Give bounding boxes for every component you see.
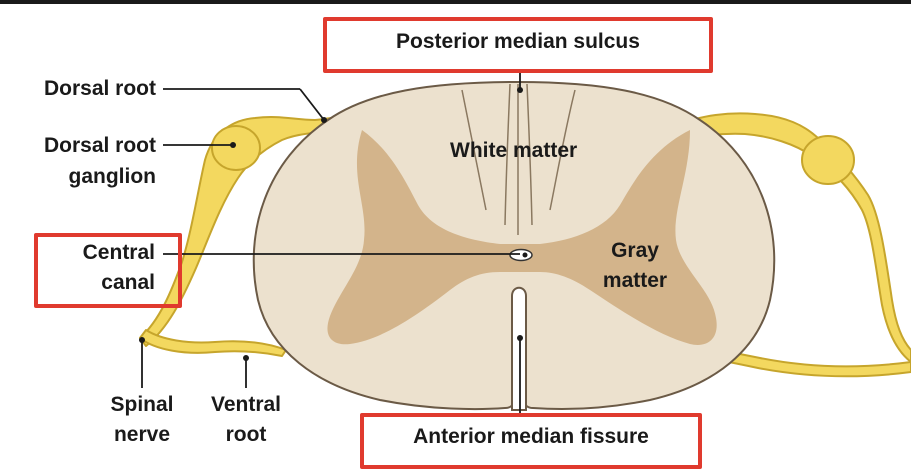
- posterior-median-sulcus-label: Posterior median sulcus: [396, 30, 640, 53]
- white-matter-label: White matter: [450, 139, 578, 162]
- dorsal-root-dot: [321, 117, 327, 123]
- ganglion-dot: [230, 142, 236, 148]
- central-canal-highlight: [34, 233, 182, 308]
- left-dorsal-root-ganglion: [211, 125, 261, 171]
- spinal-nerve-label-line2: nerve: [113, 423, 171, 446]
- central-canal: [509, 248, 533, 262]
- posterior-septum-line-4: [526, 83, 533, 226]
- gray-matter: [327, 130, 717, 345]
- ventral-root-dot: [243, 355, 249, 361]
- right-dorsal-root-ganglion: [801, 135, 855, 185]
- posterior-septum-line-1: [461, 89, 487, 211]
- leader-dots: [139, 87, 523, 361]
- dorsal-root-ganglion-label-line2: ganglion: [68, 165, 157, 188]
- central-canal-label-line2: canal: [101, 271, 155, 294]
- posterior-sulcus-dot: [517, 87, 523, 93]
- spinal-nerve-label-line1: Spinal: [110, 393, 174, 416]
- spinal-nerve-dot: [139, 337, 145, 343]
- ventral-root-label-line2: root: [225, 423, 267, 446]
- posterior-septum-line-3: [504, 83, 511, 226]
- posterior-septum-line-2: [549, 89, 576, 211]
- dorsal-root-label: Dorsal root: [43, 77, 156, 100]
- top-edge-bar: [0, 0, 911, 4]
- anterior-median-fissure-highlight: [360, 413, 702, 469]
- central-canal-dot: [522, 252, 528, 258]
- posterior-median-sulcus-highlight: [323, 17, 713, 73]
- gray-matter-label-line1: Gray: [611, 239, 659, 262]
- right-dorsal-root-and-ganglion: [679, 112, 911, 363]
- central-canal-label-line1: Central: [82, 241, 155, 264]
- dorsal-root-leader-bend: [299, 88, 325, 121]
- left-nerve: [139, 114, 381, 357]
- anterior-median-fissure-label: Anterior median fissure: [413, 425, 649, 448]
- posterior-column-lines: [461, 83, 576, 235]
- leader-lines: [141, 70, 521, 415]
- gray-matter-label-line2: matter: [602, 269, 668, 292]
- anterior-median-fissure: [511, 286, 527, 411]
- left-ventral-root: [139, 329, 287, 357]
- ventral-root-label-line1: Ventral: [210, 393, 282, 416]
- dorsal-root-ganglion-label-line1: Dorsal root: [43, 134, 156, 157]
- anterior-fissure-dot: [517, 335, 523, 341]
